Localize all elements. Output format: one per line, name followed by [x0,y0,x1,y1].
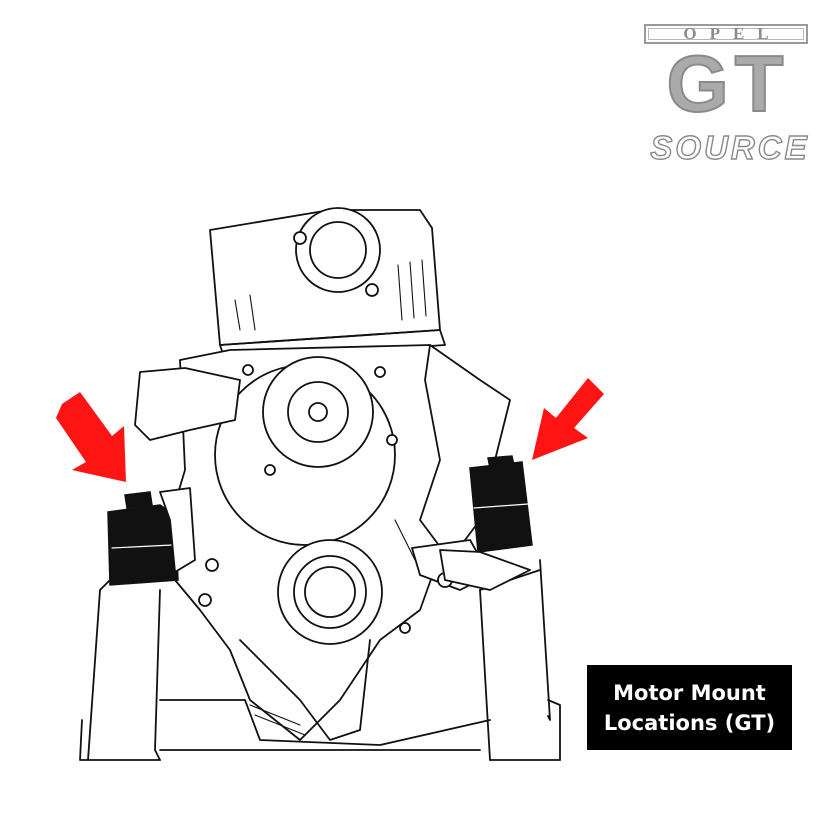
logo-brand: OPEL [644,24,808,44]
logo-tagline: SOURCE [650,129,810,166]
oil-pan [198,558,453,741]
caption-line-2: Locations (GT) [603,710,776,735]
caption-line-1: Motor Mount [613,680,766,705]
right-mount-arrow-icon [532,378,604,460]
crank-pulley [277,539,383,645]
caption-box: Motor Mount Locations (GT) [587,665,792,750]
logo-model: GT [665,39,790,128]
opel-gt-source-logo: OPEL GT SOURCE [632,20,828,166]
left-motor-mount [107,487,196,586]
cylinder-head [209,207,446,361]
left-mount-arrow-icon [56,392,126,482]
water-pump [134,356,398,476]
right-motor-mount [439,455,533,591]
